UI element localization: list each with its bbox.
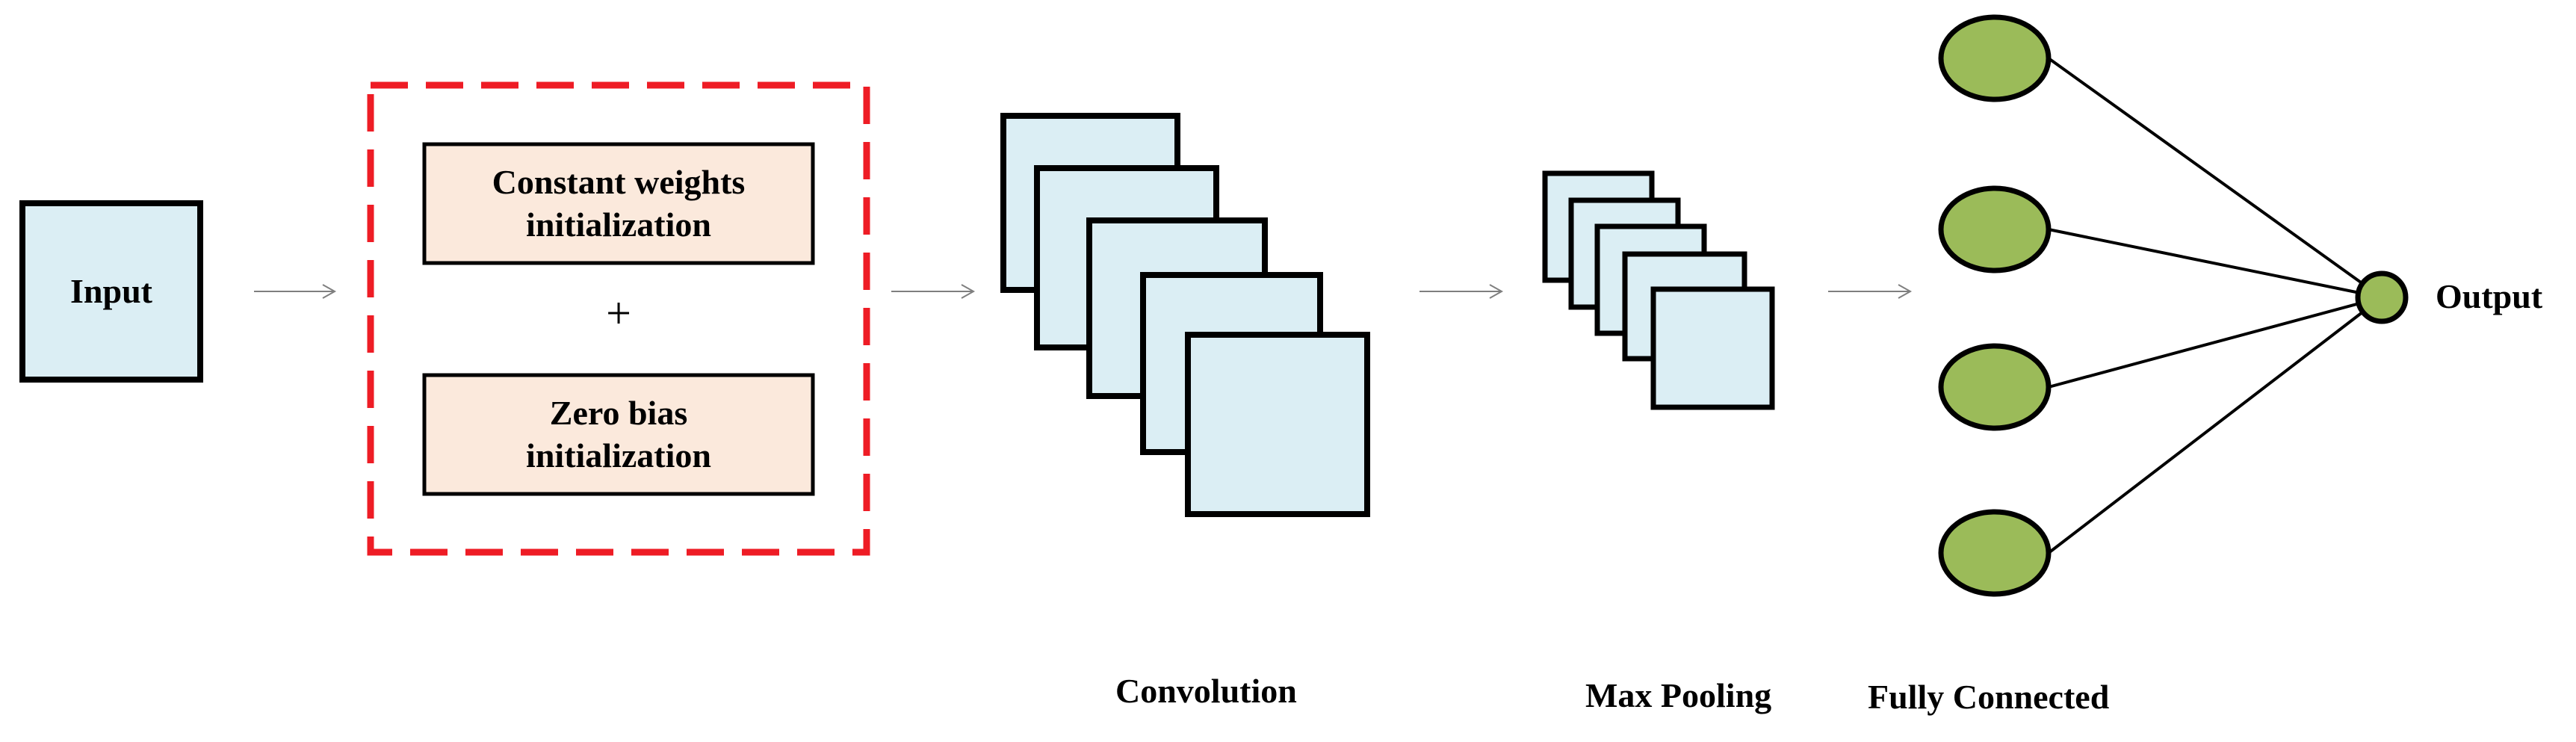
- output-label: Output: [2436, 277, 2543, 315]
- fc-neuron-2: [1938, 185, 2052, 273]
- arrow-conv-to-pool: [1419, 284, 1504, 299]
- fc-neuron-3: [1938, 343, 2052, 431]
- pool-feature-map-5: [1650, 286, 1775, 410]
- convolution-feature-maps: [1000, 113, 1370, 517]
- pooling-feature-maps: [1542, 170, 1775, 410]
- input-label: Input: [70, 271, 152, 310]
- constant-weights-label: Constant weights initialization: [492, 163, 746, 244]
- convolution-label: Convolution: [1115, 672, 1297, 710]
- plus-sign: +: [606, 288, 631, 338]
- input-box: [19, 200, 203, 383]
- initialization-dashed-container: [367, 81, 870, 556]
- fully-connected-label: Fully Connected: [1868, 678, 2110, 716]
- max-pooling-label: Max Pooling: [1585, 676, 1772, 714]
- fc-neurons: [1938, 14, 2052, 597]
- output-neuron: [2355, 270, 2409, 324]
- conv-feature-map-5: [1185, 332, 1370, 517]
- zero-bias-box: [422, 373, 815, 496]
- fc-connections: [2047, 57, 2383, 554]
- fc-neuron-4: [1938, 509, 2052, 597]
- arrow-pool-to-fc: [1828, 284, 1913, 299]
- arrow-init-to-conv: [891, 284, 976, 299]
- zero-bias-label: Zero bias initialization: [526, 394, 711, 474]
- arrow-input-to-init: [254, 284, 337, 299]
- fc-neuron-1: [1938, 14, 2052, 102]
- constant-weights-box: [422, 142, 815, 265]
